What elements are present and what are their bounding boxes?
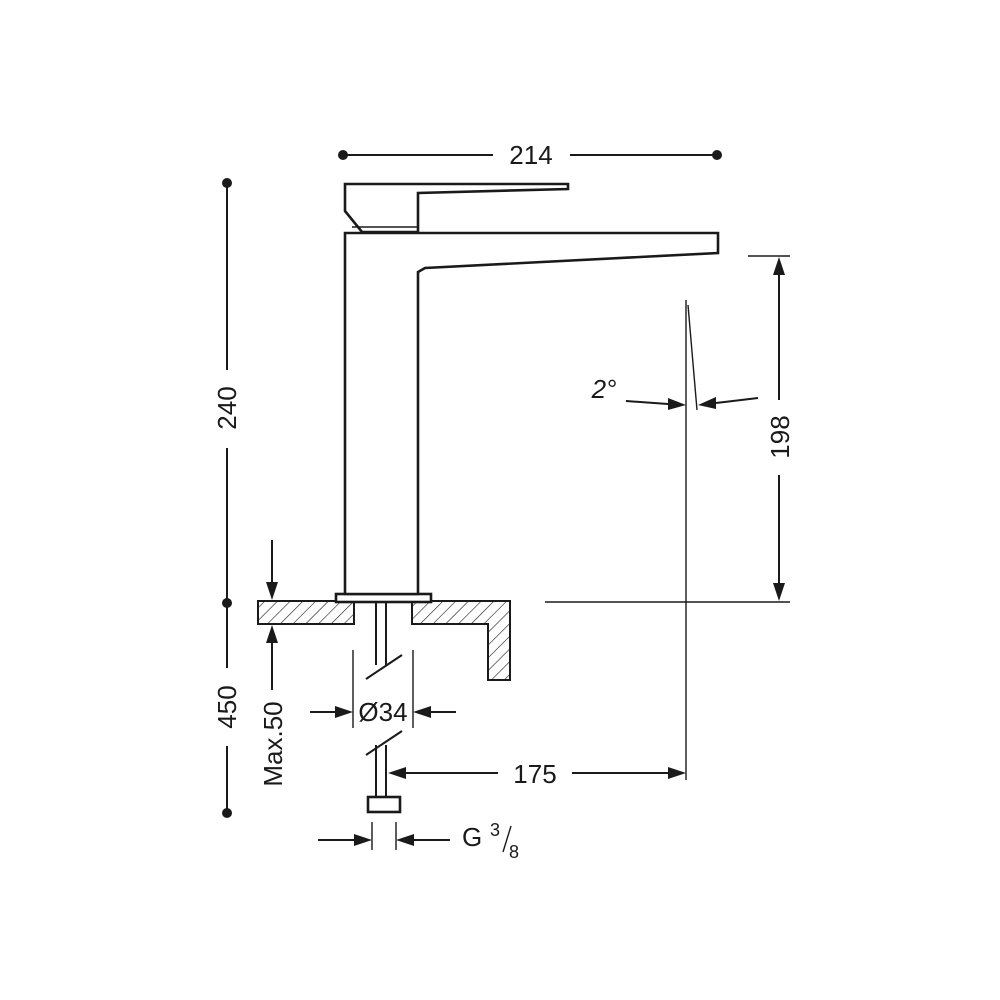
faucet-body [334, 182, 720, 604]
hose-length-dimension: 450 [212, 603, 242, 818]
height-dimension: 240 [212, 178, 242, 608]
total-height-label: 240 [212, 386, 242, 429]
hole-diameter-dimension: Ø34 [310, 650, 456, 728]
connection-thread-dimension: G 3 8 [318, 820, 519, 862]
connection-prefix-label: G [462, 822, 482, 852]
spout-height-dimension: 198 [545, 255, 795, 603]
supply-hose [365, 602, 403, 814]
projection-label: 175 [513, 759, 556, 789]
hose-length-label: 450 [212, 685, 242, 728]
total-width-label: 214 [509, 140, 552, 170]
deck-thickness-dimension: Max.50 [258, 540, 288, 787]
projection-dimension: 175 [388, 759, 686, 789]
angle-label: 2° [591, 374, 617, 404]
spout-height-label: 198 [765, 415, 795, 458]
connection-denominator-label: 8 [509, 842, 519, 862]
hole-diameter-label: Ø34 [358, 697, 407, 727]
width-dimension: 214 [338, 140, 722, 170]
connection-numerator-label: 3 [490, 820, 500, 840]
water-stream-angle: 2° [591, 300, 759, 780]
countertop-section [257, 600, 511, 681]
max-deck-thickness-label: Max.50 [258, 701, 288, 786]
